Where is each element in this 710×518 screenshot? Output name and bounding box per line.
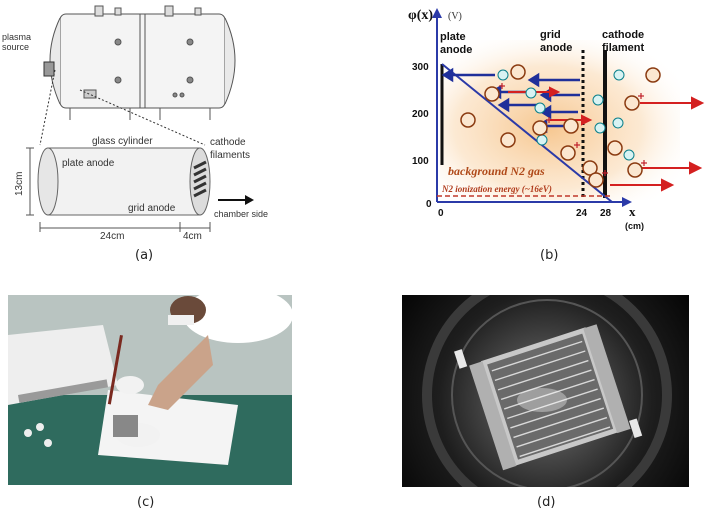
plate-anode-label: plate anode [62,158,115,169]
grid-anode-label-1: grid [540,29,561,41]
y-tick-300: 300 [412,62,429,73]
potential-line [441,63,613,203]
potential-diagram: φ(x) (V) 300 200 100 0 0 24 28 x (cm) pl… [408,8,705,231]
x-axis-unit: (cm) [625,221,644,231]
plate-anode-label-1: plate [440,31,466,43]
person-shirt [183,295,292,343]
x-tick-0: 0 [438,208,444,219]
grid-part [113,415,138,437]
height-dimension-label: 13cm [14,172,25,196]
grid-anode-label: grid anode [128,203,176,214]
x-tick-24: 24 [576,208,588,219]
ionization-energy-label: N2 ionization energy (~16eV) [441,184,552,194]
background-gas-label: background N2 gas [448,164,545,178]
projection-line [39,69,56,146]
glass-cylinder [37,147,211,216]
caption-a: (a) [135,248,154,263]
cathode-filaments [193,160,207,198]
y-tick-100: 100 [412,156,429,167]
panel-a: plasma source glass cylinder plate anode… [0,0,300,245]
y-tick-200: 200 [412,109,429,120]
photo-assembly [8,295,292,485]
length-dimension-label: 24cm [100,231,124,242]
x-axis-arrow-icon [622,197,632,207]
y-tick-0: 0 [426,199,432,210]
panel-b: φ(x) (V) 300 200 100 0 0 24 28 x (cm) pl… [400,0,710,245]
caption-b: (b) [540,248,559,263]
y-axis-unit: (V) [448,11,462,22]
gap-dimension-label: 4cm [183,231,202,242]
filament-assembly [454,324,643,471]
photo-filament-grid [402,295,689,487]
cathode-filament-label-1: cathode [602,29,644,41]
plasma-source-label-2: source [2,42,29,52]
ion-plus-signs [499,83,647,176]
projection-line [79,89,206,146]
grid-anode-label-2: anode [540,42,572,54]
cathode-filaments-label-2: filaments [210,150,250,161]
cathode-filaments-label-1: cathode [210,137,246,148]
cathode-filament-label-2: filament [602,42,645,54]
arrow-head-icon [245,195,254,205]
ion-arrows [508,86,705,192]
n2-molecules [460,64,661,188]
chamber-side-label: chamber side [214,209,268,219]
electron-particles [497,69,635,161]
plasma-source-label-1: plasma [2,32,31,42]
apparatus-diagram: plasma source glass cylinder plate anode… [2,5,268,242]
x-tick-28: 28 [600,208,612,219]
glass-cylinder-label: glass cylinder [92,136,153,147]
y-axis-arrow-icon [432,8,442,18]
plate-anode-label-2: anode [440,44,472,56]
y-axis-label: φ(x) [408,8,433,23]
caption-c: (c) [137,495,155,510]
vacuum-chamber [43,5,236,120]
caption-d: (d) [537,495,556,510]
x-axis-label: x [629,204,636,219]
